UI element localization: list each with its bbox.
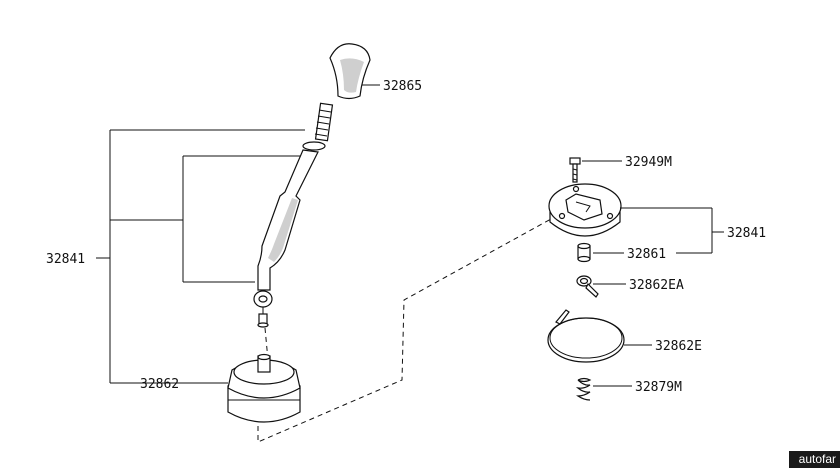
- shift-knob: [329, 43, 371, 100]
- boot-to-plate-dashed-line: [257, 213, 561, 443]
- bushing: [577, 242, 591, 263]
- label-knob: 32865: [383, 79, 422, 94]
- lever-shaft: [253, 149, 319, 328]
- right-bracket-lines: [593, 207, 724, 387]
- spring: [575, 377, 592, 401]
- label-lever-assy: 32841: [46, 252, 85, 267]
- base-plate: [548, 183, 622, 237]
- label-bushing: 32861: [627, 247, 666, 262]
- label-boot: 32862: [140, 377, 179, 392]
- label-plate-assy: 32841: [727, 226, 766, 241]
- label-clamp: 32862EA: [629, 278, 684, 293]
- clamp: [576, 275, 599, 298]
- shift-boot: [227, 353, 301, 423]
- label-spring: 32879M: [635, 380, 682, 395]
- boot-band: [547, 309, 625, 363]
- left-bracket-lines: [96, 129, 305, 384]
- watermark-logo: autofar: [788, 451, 840, 468]
- label-bolt: 32949M: [625, 155, 672, 170]
- label-band: 32862E: [655, 339, 702, 354]
- bolt: [569, 157, 581, 183]
- threaded-rod: [302, 102, 334, 151]
